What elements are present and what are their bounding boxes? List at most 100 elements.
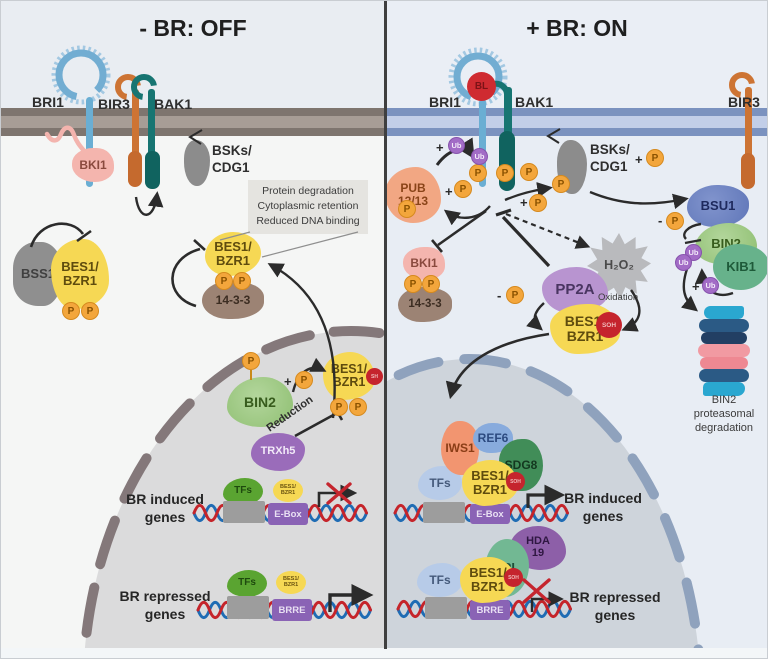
- phosphate-badge: P: [295, 371, 313, 389]
- panel-divider: [384, 1, 387, 649]
- arrow-bsks-bsu1: [589, 190, 689, 210]
- brre-element-on: BRRE: [470, 600, 510, 620]
- hook-mark-icon-off: [188, 129, 203, 145]
- br-induced-label-on: BR induced genes: [564, 490, 642, 524]
- inhibit-bsu1-bin2-bar: [684, 238, 702, 245]
- phosphate-badge: P: [469, 164, 487, 182]
- inhibit-trxh5-reduction: [294, 411, 338, 438]
- promoter-box-on-repressed: [425, 597, 467, 619]
- oxidation-badge: SOH: [504, 568, 523, 587]
- phosphate-badge: P: [81, 302, 99, 320]
- plus-sign: +: [520, 195, 528, 210]
- bsks-label-off: BSKs/: [212, 143, 252, 158]
- proteasome-ring: [699, 319, 749, 332]
- arrow-dashed-h2o2: [505, 212, 591, 249]
- phosphate-badge: P: [506, 286, 524, 304]
- callout-line: Reduced DNA binding: [256, 215, 360, 228]
- oxidation-label: Oxidation: [598, 292, 639, 303]
- bsks-cdg1-blob-off: [184, 140, 210, 186]
- arrow-receptor-pub-phospho: [443, 205, 491, 226]
- plus-sign: +: [436, 140, 444, 155]
- bak1-label-off: BAK1: [154, 96, 193, 112]
- plasma-membrane-off: [1, 108, 385, 136]
- callout-line: Protein degradation: [262, 185, 354, 197]
- plus-sign: +: [445, 184, 453, 199]
- arrow-bak1-cycle: [134, 191, 164, 216]
- phosphate-badge: P: [330, 398, 348, 416]
- off-title: - BR: OFF: [139, 15, 247, 41]
- phosphate-badge: P: [242, 352, 260, 370]
- trxh5-blob: TRXh5: [251, 433, 305, 471]
- bir3-label-on: BIR3: [728, 94, 760, 110]
- fourteen33-blob-off: 14-3-3: [202, 281, 264, 319]
- arrow-oxidation: [621, 289, 641, 332]
- bes1-bzr1-cyto-blob-off: BES1/ BZR1: [205, 232, 261, 276]
- bir3-label-off: BIR3: [98, 96, 130, 112]
- phosphate-badge: P: [215, 272, 233, 290]
- tfs-blob-on-induced: TFs: [418, 466, 462, 500]
- on-title: + BR: ON: [526, 15, 628, 41]
- bir3-receptor-off: [115, 74, 142, 187]
- ubiquitin-badge: Ub: [448, 137, 465, 154]
- proteasome-ring: [704, 306, 744, 319]
- bsks-label-on: BSKs/: [590, 142, 630, 157]
- bottom-strip: [1, 648, 767, 658]
- iws1-blob: IWS1: [441, 421, 479, 475]
- inhibit-bsu1-bin2: [683, 222, 702, 240]
- inhibit-cycle-bes1-1433: [171, 247, 201, 308]
- proteasome: [698, 306, 750, 402]
- tfs-blob-off-induced: TFs: [223, 478, 263, 505]
- phosphate-badge: P: [552, 175, 570, 193]
- red-x-off-induced: [326, 482, 352, 505]
- proteasome-ring: [703, 382, 745, 396]
- kib1-blob: KIB1: [713, 244, 767, 290]
- proteasome-ring: [700, 357, 748, 369]
- phosphate-badge: P: [646, 149, 664, 167]
- inhibit-bss1-bes1-bar: [76, 229, 92, 243]
- proteasome-ring: [698, 344, 750, 357]
- hook-mark-icon-on: [546, 128, 561, 144]
- inhibit-cycle-bar: [193, 239, 206, 251]
- callout-line: Cytoplasmic retention: [257, 200, 359, 213]
- ebox-element-on: E-Box: [470, 504, 510, 524]
- tfs-blob-off-repressed: TFs: [227, 570, 267, 597]
- bir3-receptor-on: [729, 72, 755, 189]
- phosphate-badge: P: [529, 194, 547, 212]
- transcription-arrow-on-induced: [526, 484, 566, 508]
- phosphate-badge: P: [496, 164, 514, 182]
- ebox-element-off: E-Box: [268, 503, 308, 525]
- bes1-bzr1-mini-off-induced: BES1/ BZR1: [273, 479, 303, 502]
- thiol-badge: SH: [366, 368, 383, 385]
- minus-sign: -: [497, 288, 502, 303]
- transcription-arrow-on-repressed: [530, 591, 564, 612]
- oxidation-badge: SOH: [596, 312, 622, 338]
- bes1-bzr1-bss1-blob: BES1/ BZR1: [51, 239, 109, 309]
- bak1-label-on: BAK1: [515, 94, 554, 110]
- ubiquitin-badge: Ub: [675, 254, 692, 271]
- transcription-arrow-off-repressed: [328, 583, 374, 612]
- br-repressed-label-on: BR repressed genes: [569, 589, 661, 623]
- phosphate-badge: P: [404, 275, 422, 293]
- bki1-tail-off: [44, 125, 88, 155]
- bsu1-blob: BSU1: [687, 185, 749, 227]
- callout-box: Protein degradation Cytoplasmic retentio…: [248, 180, 368, 234]
- arrow-nucleus-export: [267, 263, 336, 419]
- plus-sign: +: [635, 152, 643, 167]
- arrow-bin2-phospho: [291, 357, 327, 393]
- bes1-bzr1-on-induced: BES1/ BZR1: [462, 460, 518, 506]
- bki1-blob-on: BKI1: [403, 247, 445, 280]
- brre-element-off: BRRE: [272, 599, 312, 621]
- on-panel-apoplast-bg: [385, 1, 767, 108]
- phosphate-badge: P: [666, 212, 684, 230]
- inhibit-receptor-bki1: [437, 209, 487, 247]
- promoter-box-off-induced: [223, 501, 265, 523]
- callout-line: [261, 231, 359, 258]
- promoter-box-off-repressed: [227, 596, 269, 619]
- inhibit-receptor-bki1-bar: [431, 239, 443, 253]
- plus-sign: +: [692, 279, 700, 294]
- ubiquitin-badge: Ub: [471, 148, 488, 165]
- ubiquitin-badge: Ub: [702, 277, 719, 294]
- bri1-label-on: BRI1: [429, 94, 461, 110]
- promoter-box-on-induced: [423, 502, 465, 523]
